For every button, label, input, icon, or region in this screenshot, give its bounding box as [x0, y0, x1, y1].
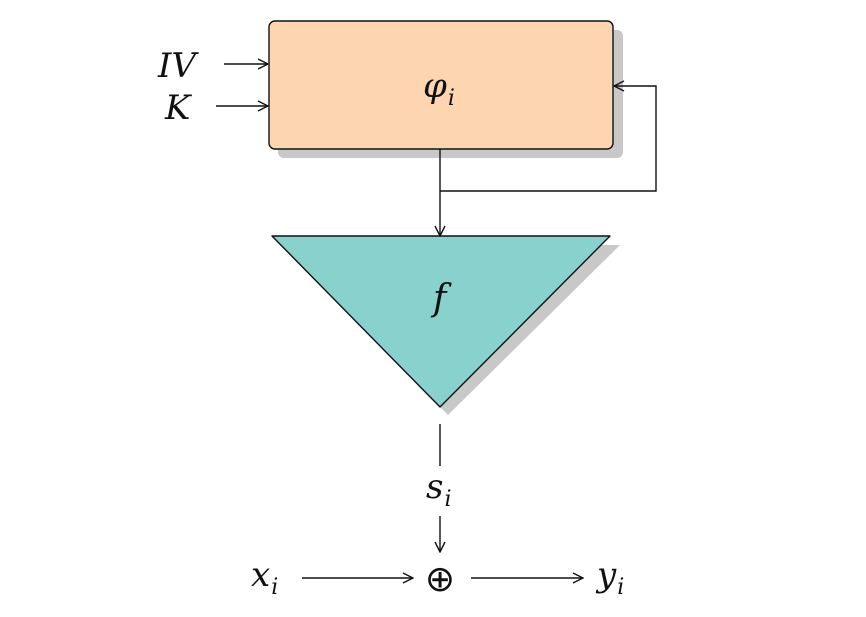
feedback-loop-line [440, 86, 657, 192]
key-label: K [164, 88, 193, 128]
state-symbol: φ [423, 66, 447, 106]
state-subscript: i [448, 86, 455, 111]
state-label: φi [423, 66, 455, 111]
plaintext-symbol: x [251, 555, 270, 595]
xor-symbol: ⊕ [425, 559, 455, 600]
ciphertext-subscript: i [617, 575, 624, 600]
plaintext-subscript: i [271, 575, 278, 600]
function-block [271, 235, 611, 408]
ciphertext-label: yi [595, 555, 624, 600]
keystream-subscript: i [444, 487, 451, 512]
plaintext-label: xi [251, 555, 278, 600]
ciphertext-symbol: y [595, 555, 617, 595]
keystream-symbol: s [426, 467, 443, 507]
keystream-label: si [426, 467, 452, 512]
iv-label: IV [157, 46, 199, 86]
